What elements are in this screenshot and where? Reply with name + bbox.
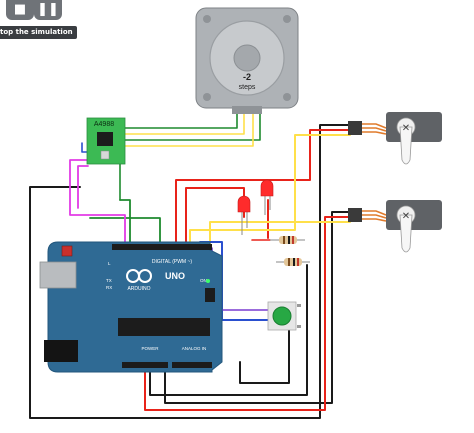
- arduino-brand: ARDUINO: [127, 286, 150, 292]
- stepper-motor[interactable]: -2 steps: [195, 7, 299, 114]
- stepper-connector: [232, 106, 262, 114]
- servo-top-cross: ✕: [402, 123, 410, 134]
- stepper-screw-tl: [203, 15, 211, 23]
- push-button-pin-a: [297, 304, 301, 307]
- power-led: [206, 279, 210, 283]
- led-1-dome: [237, 195, 251, 213]
- wire-black-button-gnd[interactable]: [239, 317, 290, 384]
- stepper-shaft: [233, 44, 261, 72]
- a4988-driver[interactable]: A4988: [86, 117, 126, 165]
- label-rx: RX: [106, 285, 112, 290]
- wire-yellow-motor-b[interactable]: [124, 111, 254, 147]
- arduino-uno[interactable]: DIGITAL (PWM ~) UNO ARDUINO L TX RX ON P…: [39, 241, 223, 373]
- stop-icon: ■: [13, 1, 27, 17]
- wire-green-driver2[interactable]: [119, 199, 131, 249]
- resistor-1[interactable]: [270, 236, 305, 244]
- atmega-chip: [118, 318, 210, 336]
- reset-button[interactable]: [61, 245, 73, 257]
- push-button[interactable]: [267, 301, 301, 331]
- wire-magenta-step[interactable]: [77, 165, 89, 209]
- wire-red-led1[interactable]: [185, 187, 245, 249]
- servo-bottom-cable: [362, 210, 387, 222]
- pause-simulation-button[interactable]: ❚❚: [34, 0, 62, 20]
- resistor-1-band-a: [283, 236, 285, 244]
- resistor-1-band-c: [292, 236, 294, 244]
- led-2-dome: [260, 179, 274, 197]
- arduino-board: [47, 241, 223, 373]
- servo-top[interactable]: ✕: [348, 112, 442, 165]
- wire-magenta-dir[interactable]: [69, 159, 126, 249]
- servo-top-cable: [362, 123, 387, 135]
- resistor-2-band-c: [297, 258, 299, 266]
- label-l: L: [108, 261, 111, 266]
- pause-icon: ❚❚: [37, 1, 59, 17]
- resistor-2-band-b: [293, 258, 295, 266]
- wire-black-servo2-gnd[interactable]: [164, 211, 351, 404]
- usb-connector: [39, 261, 77, 289]
- power-header: [122, 362, 168, 368]
- led-1[interactable]: [237, 195, 251, 235]
- led-2[interactable]: [260, 179, 274, 215]
- arduino-model: UNO: [165, 271, 185, 281]
- analog-header-label: ANALOG IN: [182, 346, 207, 351]
- resistor-2-band-a: [288, 258, 290, 266]
- label-on: ON: [200, 278, 207, 283]
- wire-green-motor[interactable]: [124, 111, 238, 129]
- wires: [29, 111, 351, 419]
- icsp-header: [205, 288, 215, 302]
- label-tx: TX: [106, 278, 112, 283]
- wire-black-led-gnd[interactable]: [149, 264, 308, 396]
- stepper-screw-bl: [203, 93, 211, 101]
- wire-green-step-pin[interactable]: [89, 217, 161, 249]
- wire-yellow-motor-a[interactable]: [124, 111, 245, 135]
- led-2-leg: [264, 196, 271, 215]
- analog-header: [172, 362, 212, 368]
- wire-black-gnd-left[interactable]: [29, 124, 351, 419]
- servo-bottom-cross: ✕: [402, 211, 410, 222]
- digital-header: [112, 244, 212, 250]
- stop-simulation-button[interactable]: ■: [6, 0, 34, 20]
- driver-chip: [97, 132, 113, 146]
- arduino-logo-right: [138, 269, 152, 283]
- push-button-cap[interactable]: [272, 306, 292, 326]
- servo-top-horn: [399, 126, 413, 165]
- servo-bottom[interactable]: ✕: [348, 200, 442, 253]
- driver-pot: [100, 150, 110, 160]
- power-jack: [44, 340, 78, 362]
- digital-header-label: DIGITAL (PWM ~): [152, 259, 192, 265]
- wire-green-motor2[interactable]: [124, 111, 261, 141]
- servo-bottom-connector: [348, 208, 362, 222]
- wire-yellow-servo1[interactable]: [189, 134, 351, 249]
- wire-red-servo1-vcc[interactable]: [175, 129, 351, 249]
- power-header-label: POWER: [141, 346, 159, 351]
- stepper-screw-br: [283, 93, 291, 101]
- servo-bottom-horn: [399, 214, 413, 253]
- stepper-position: -2: [243, 72, 251, 82]
- tooltip: top the simulation: [0, 26, 77, 39]
- stepper-screw-tr: [283, 15, 291, 23]
- wire-yellow-servo2[interactable]: [209, 221, 351, 249]
- led-1-leg: [241, 212, 248, 235]
- wire-red-servo2-vcc[interactable]: [144, 216, 351, 411]
- servo-top-connector: [348, 121, 362, 135]
- push-button-pin-b: [297, 325, 301, 328]
- resistor-1-band-b: [288, 236, 290, 244]
- stepper-unit: steps: [239, 84, 256, 91]
- resistor-2[interactable]: [276, 258, 310, 266]
- driver-label: A4988: [94, 121, 114, 128]
